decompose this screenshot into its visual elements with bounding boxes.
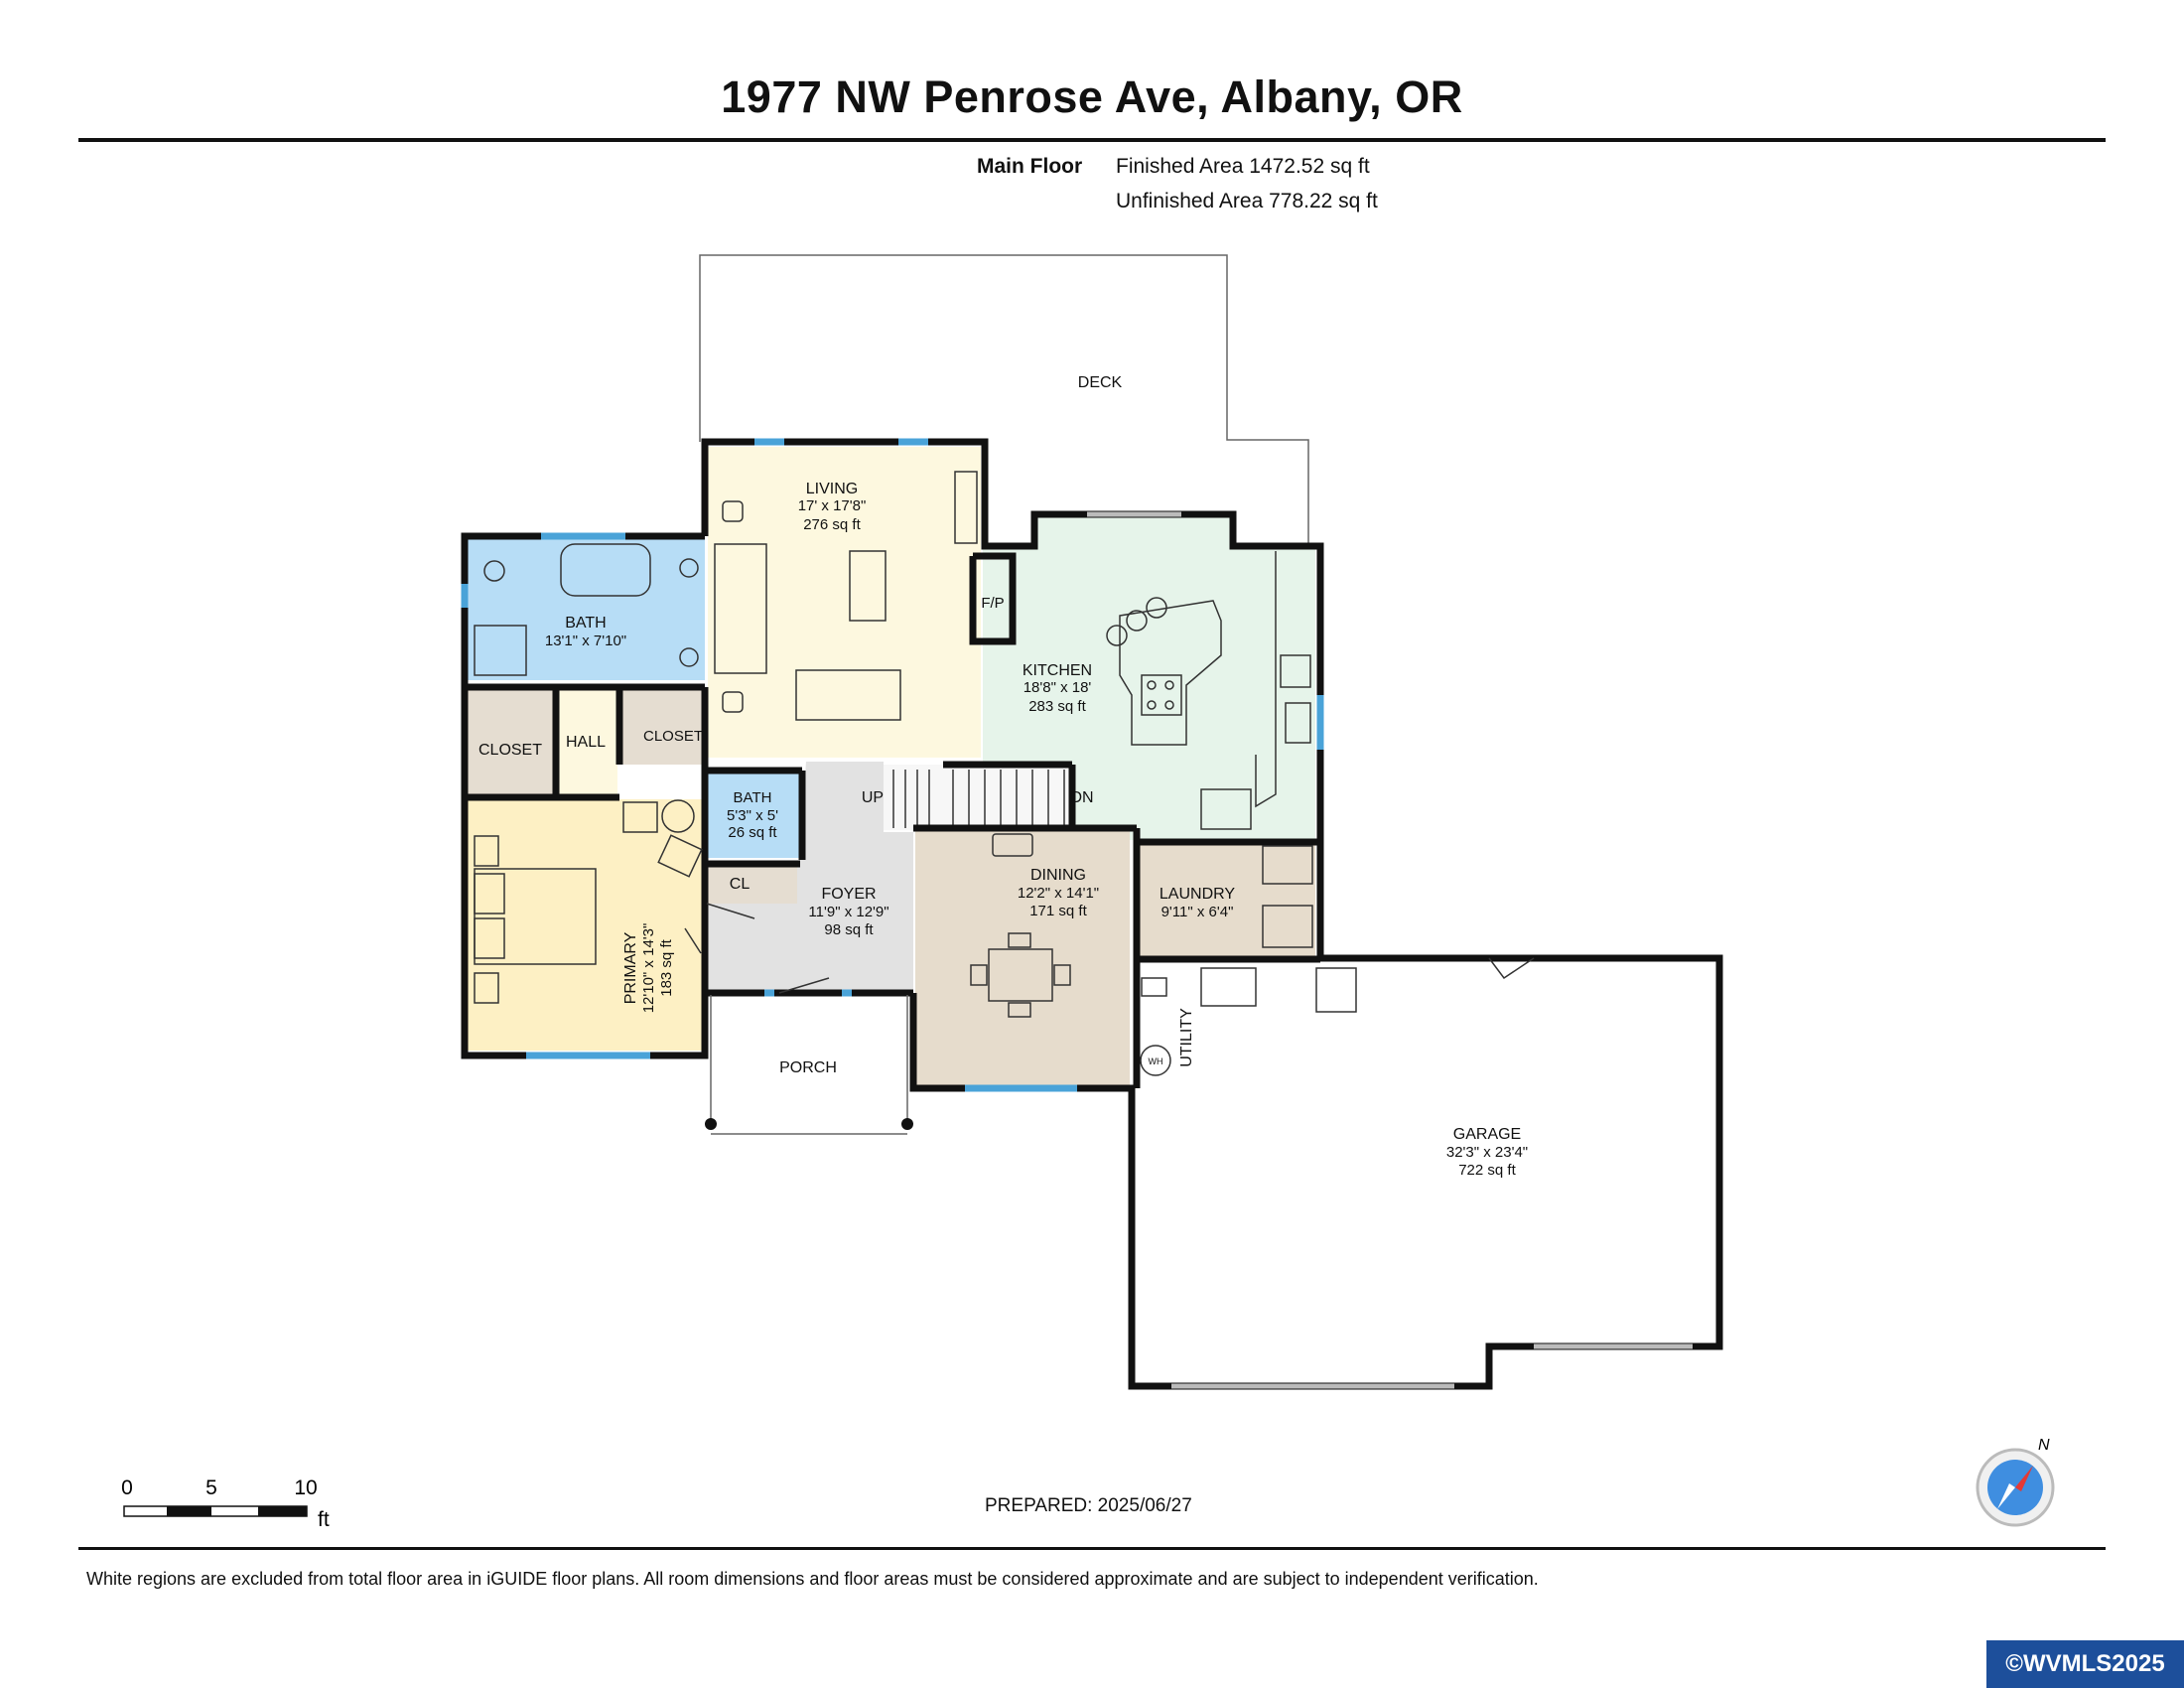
dining-table [970,833,1071,1018]
garage-label: GARAGE [1453,1126,1521,1143]
stairs-treads [892,770,1065,828]
water-heater-icon [1140,1045,1171,1076]
dining-room [915,828,1130,1086]
living-room [708,447,981,758]
foyer-area: 98 sq ft [824,921,874,938]
laundry-label: LAUNDRY [1160,886,1236,903]
stairs-down-label: DN [1070,789,1093,806]
stairs-area [884,765,1072,830]
primary-label: PRIMARY [622,931,639,1004]
living-label: LIVING [806,481,858,497]
dining-label: DINING [1030,867,1086,884]
bedroom-furniture [474,799,703,1004]
closet-left-room [467,685,554,794]
scale-tick-5: 5 [205,1477,217,1499]
closet-right-label: CLOSET [643,728,703,745]
closet-right-room [621,685,705,765]
foyer-doors [684,903,1535,994]
scale-unit: ft [318,1508,330,1531]
laundry-room [1139,844,1315,959]
disclaimer-text: White regions are excluded from total fl… [86,1569,1539,1589]
bath-half-room [708,771,799,858]
garage-dims: 32'3" x 23'4" [1446,1144,1528,1161]
finished-area: Finished Area 1472.52 sq ft [1116,155,1370,178]
garage-area: 722 sq ft [1458,1162,1516,1179]
bath-half-area: 26 sq ft [728,824,777,841]
closet-small-room [708,866,797,904]
primary-area: 183 sq ft [658,938,675,996]
laundry-appliances [1141,845,1357,1013]
floor-name: Main Floor [977,155,1083,178]
bath-primary-label: BATH [565,615,606,632]
hall-room [558,685,617,794]
unfinished-area: Unfinished Area 778.22 sq ft [1116,190,1378,212]
copyright-badge: ©WVMLS2025 [1986,1640,2184,1688]
living-area: 276 sq ft [803,516,861,533]
deck-label: DECK [1078,374,1123,391]
kitchen-label: KITCHEN [1023,662,1092,679]
porch-area [711,995,907,1134]
footer-divider [78,1547,2106,1550]
kitchen-area: 283 sq ft [1028,698,1086,715]
dining-area: 171 sq ft [1029,903,1087,919]
bath-fixtures [474,543,699,676]
bath-primary-dims: 13'1" x 7'10" [545,633,626,649]
bath-primary-room [467,539,705,680]
foyer-label: FOYER [821,886,876,903]
closet-left-label: CLOSET [478,742,542,759]
compass-icon: N [1976,1437,2055,1527]
prepared-date: PREPARED: 2025/06/27 [985,1495,1192,1516]
scale-bar: 0 5 10 ft [121,1477,330,1531]
porch-label: PORCH [779,1059,837,1076]
foyer-room [708,762,913,991]
door-openings [1087,511,1693,1389]
windows [461,438,1324,1092]
scale-tick-10: 10 [294,1477,317,1499]
primary-room [467,799,705,1051]
deck-outline [699,254,1309,544]
bath-half-label: BATH [734,789,772,806]
scale-tick-0: 0 [121,1477,133,1499]
primary-dims: 12'10" x 14'3" [640,923,657,1014]
living-furniture [714,471,978,721]
closet-small-label: CL [730,876,751,893]
stairs-up-label: UP [862,789,884,806]
utility-label: UTILITY [1178,1008,1195,1067]
laundry-dims: 9'11" x 6'4" [1161,904,1234,920]
header-divider [78,138,2106,142]
bath-half-dims: 5'3" x 5' [727,807,778,824]
water-heater-label: WH [1149,1056,1163,1066]
hall-label: HALL [566,734,606,751]
fireplace-label: F/P [981,595,1004,612]
living-dims: 17' x 17'8" [798,497,867,514]
compass-north: N [2038,1437,2050,1454]
kitchen-island [1106,551,1311,830]
kitchen-room [983,514,1315,840]
dining-dims: 12'2" x 14'1" [1018,885,1099,902]
porch [705,995,913,1135]
page-title: 1977 NW Penrose Ave, Albany, OR [721,71,1463,122]
foyer-dims: 11'9" x 12'9" [808,904,888,920]
kitchen-dims: 18'8" x 18' [1024,679,1092,696]
